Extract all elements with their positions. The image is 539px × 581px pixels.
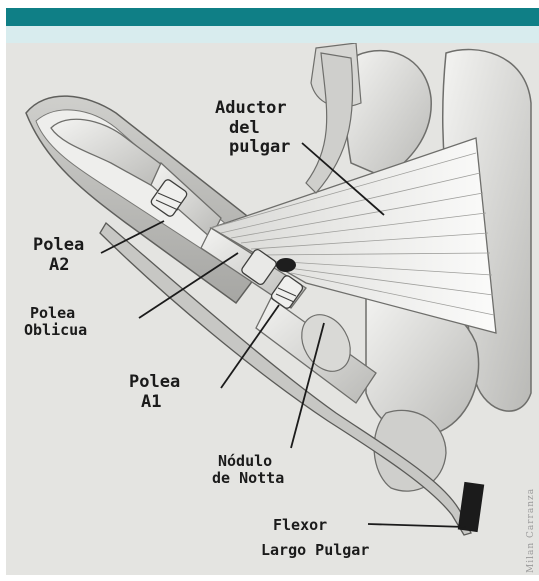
label-aductor-line3: pulgar (215, 138, 290, 158)
label-polea-oblicua-line1: Polea (24, 305, 87, 322)
label-flexor-line2: Largo Pulgar (261, 542, 369, 559)
label-nodulo-line1: Nódulo (212, 453, 284, 470)
label-polea-oblicua-line2: Oblicua (24, 322, 87, 339)
label-polea-a1-line1: Polea (129, 373, 180, 393)
label-aductor-line2: del (215, 119, 290, 139)
header-bar (6, 8, 539, 26)
label-flexor: Flexor Largo Pulgar (261, 517, 369, 560)
label-polea-a2-line1: Polea (33, 236, 84, 256)
anatomy-illustration: Aductor del pulgar Polea A2 Polea Oblicu… (6, 43, 539, 575)
label-polea-a2-line2: A2 (33, 256, 84, 276)
label-flexor-line1: Flexor (261, 517, 369, 534)
label-nodulo-line2: de Notta (212, 470, 284, 487)
label-polea-a1: Polea A1 (129, 373, 180, 412)
artist-signature: Milan Carranza (526, 488, 536, 573)
label-aductor-line1: Aductor (215, 99, 290, 119)
label-aductor: Aductor del pulgar (215, 99, 290, 158)
label-polea-a1-line2: A1 (129, 393, 180, 413)
header-subbar (6, 26, 539, 43)
label-nodulo: Nódulo de Notta (212, 453, 284, 488)
label-polea-oblicua: Polea Oblicua (24, 305, 87, 340)
label-polea-a2: Polea A2 (33, 236, 84, 275)
